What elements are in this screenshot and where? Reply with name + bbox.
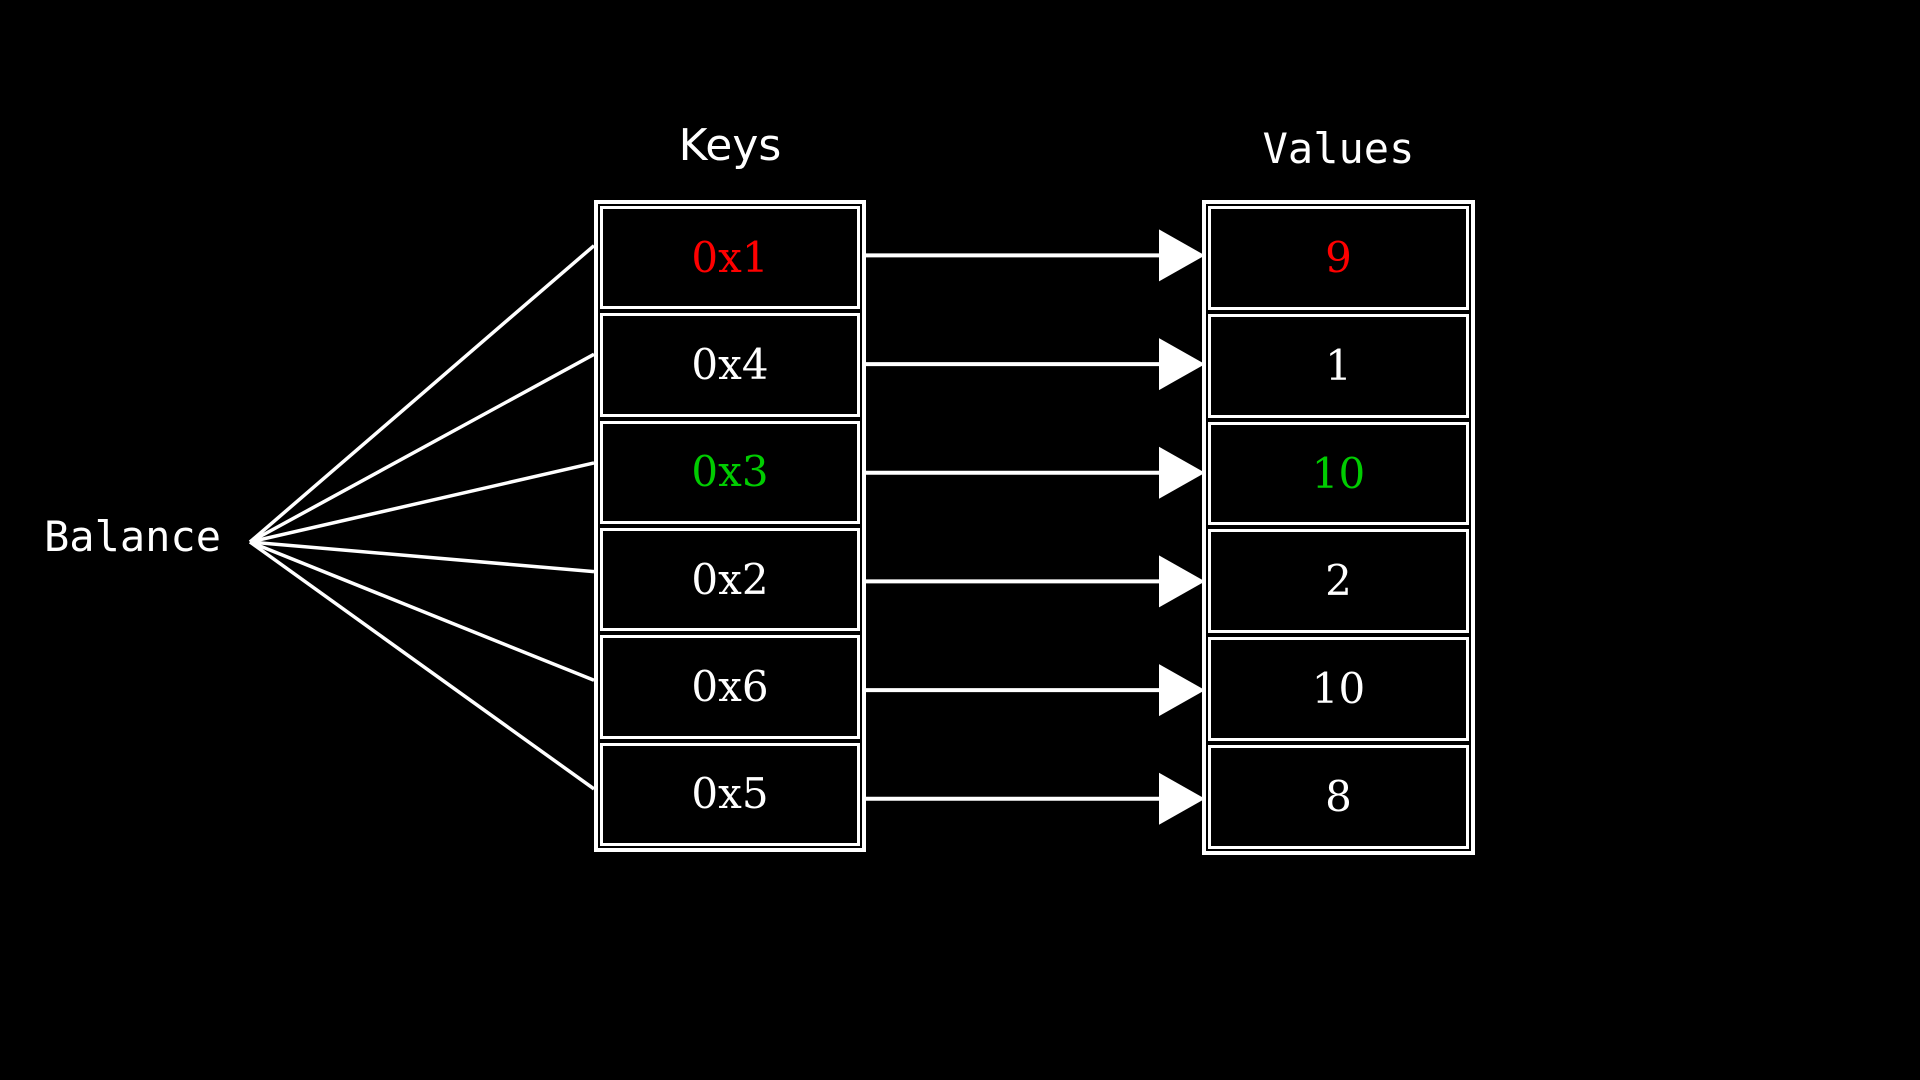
key-cell[interactable]: 0x6	[600, 635, 860, 739]
keys-to-values-arrows	[866, 229, 1205, 825]
key-cell[interactable]: 0x2	[600, 527, 860, 632]
value-cell[interactable]: 9	[1208, 206, 1469, 310]
fan-line	[249, 461, 595, 544]
fan-line	[249, 540, 595, 574]
key-cell[interactable]: 0x1	[600, 206, 860, 310]
value-cell[interactable]: 10	[1208, 637, 1469, 742]
key-cell[interactable]: 0x5	[600, 742, 860, 846]
value-cell[interactable]: 2	[1208, 529, 1469, 634]
arrow-head	[1159, 664, 1205, 717]
value-cell[interactable]: 8	[1208, 745, 1469, 849]
fan-line	[249, 540, 595, 682]
arrow-head	[1159, 338, 1205, 391]
fan-line	[249, 352, 595, 544]
arrow-head	[1159, 229, 1205, 282]
balance-to-keys-fan-lines	[248, 244, 596, 791]
values-column-header: Values	[1262, 124, 1415, 173]
balance-source-label: Balance	[44, 512, 222, 561]
fan-line	[248, 244, 596, 544]
arrow-head	[1159, 446, 1205, 499]
value-cell[interactable]: 10	[1208, 421, 1469, 526]
value-cell[interactable]: 1	[1208, 313, 1469, 418]
arrow-head	[1159, 555, 1205, 608]
key-cell[interactable]: 0x3	[600, 420, 860, 524]
arrow-head	[1159, 772, 1205, 825]
key-cell[interactable]: 0x4	[600, 313, 860, 417]
keys-column-header: Keys	[678, 120, 782, 171]
fan-line	[248, 540, 596, 791]
